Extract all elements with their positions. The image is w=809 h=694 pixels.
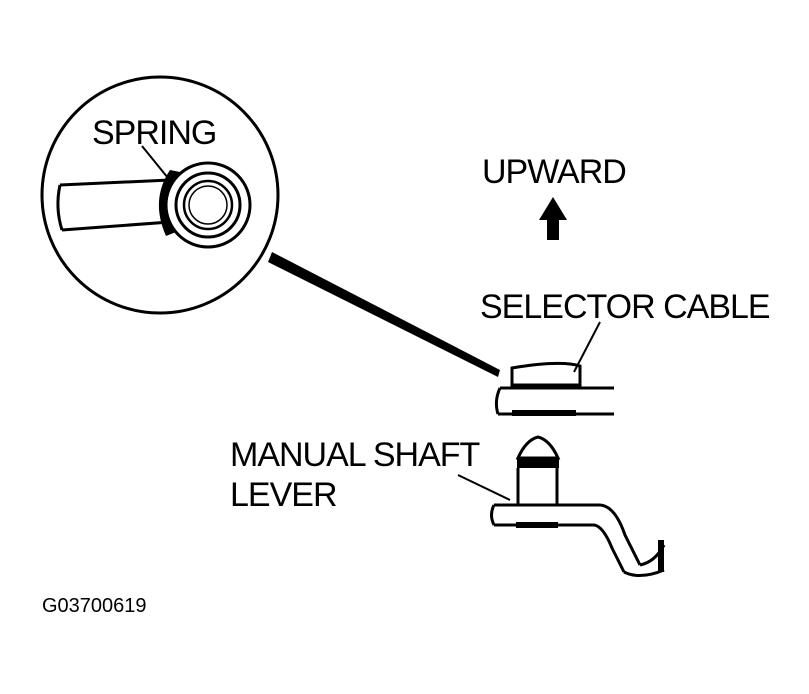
spring-label: SPRING — [92, 114, 217, 152]
spring-leader — [141, 145, 169, 179]
detail-cable — [56, 178, 171, 232]
eyelet-rings — [164, 161, 252, 249]
upward-label: UPWARD — [482, 153, 627, 191]
detail-circle — [40, 75, 280, 315]
upward-arrow-icon — [539, 197, 567, 240]
manual-shaft-label: MANUAL SHAFT — [230, 436, 480, 474]
lever-label: LEVER — [230, 476, 337, 514]
lever-stud — [515, 435, 561, 507]
detail-pointer — [268, 252, 500, 377]
selector-cable-end — [494, 361, 614, 416]
selector-cable-leader — [573, 321, 601, 373]
figure-id: G03700619 — [42, 595, 147, 617]
selector-cable-label: SELECTOR CABLE — [480, 288, 771, 326]
manual-shaft-leader — [457, 474, 511, 501]
manual-shaft-lever — [490, 503, 666, 577]
